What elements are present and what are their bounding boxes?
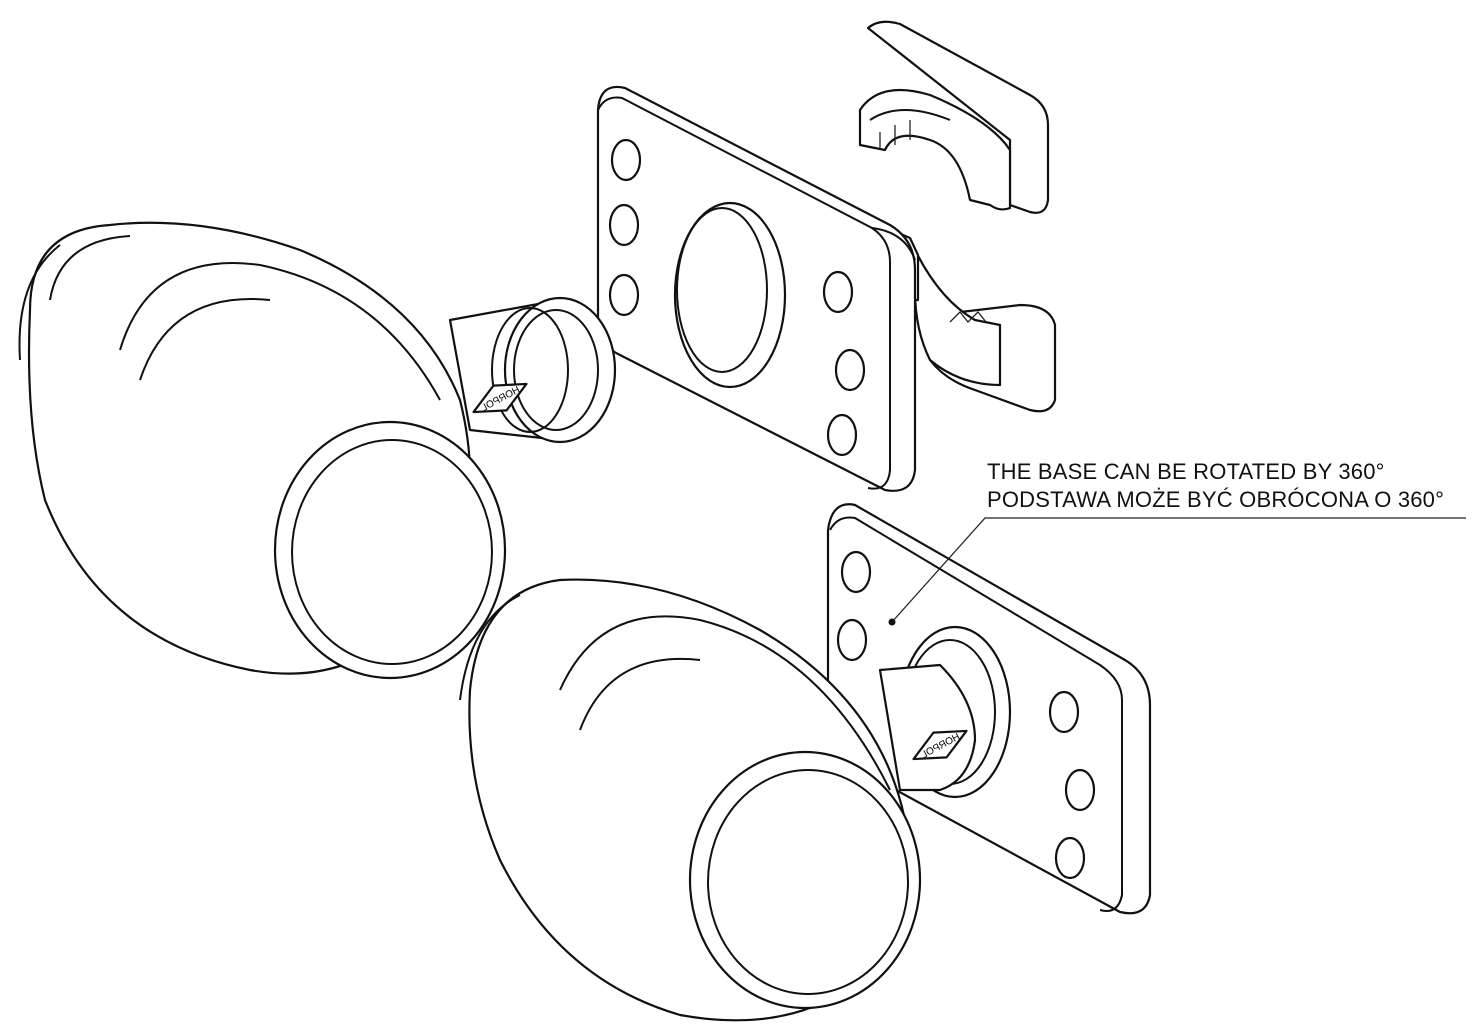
upper-lamp: HORPOL xyxy=(18,221,617,680)
mount-hole xyxy=(610,138,642,182)
mount-hole xyxy=(1054,836,1086,880)
upper-mounting-plate xyxy=(596,85,917,492)
mount-hole xyxy=(1048,690,1080,734)
annotation-leader xyxy=(888,517,1466,626)
mount-hole xyxy=(608,203,640,247)
mount-hole xyxy=(608,273,640,317)
mount-hole xyxy=(826,413,858,457)
upper-clip-part xyxy=(858,20,1050,214)
lower-lamp: HORPOL xyxy=(459,578,977,1022)
mount-hole xyxy=(1064,768,1096,812)
mount-hole xyxy=(834,348,866,392)
annotation-polish: PODSTAWA MOŻE BYĆ OBRÓCONA O 360° xyxy=(987,487,1445,512)
annotation-english: THE BASE CAN BE ROTATED BY 360° xyxy=(987,459,1385,484)
mount-hole xyxy=(836,618,868,662)
mount-hole xyxy=(840,550,872,594)
mount-hole xyxy=(822,270,854,314)
horpol-logo: HORPOL xyxy=(472,382,528,414)
